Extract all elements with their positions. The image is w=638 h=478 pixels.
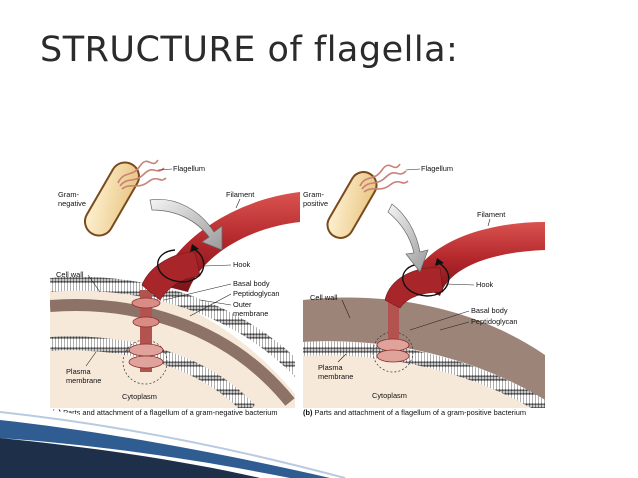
panel-a-zoom-arrow — [149, 198, 223, 251]
panel-b-hook — [384, 267, 444, 309]
panel-b-label-plasma-membrane-2: membrane — [318, 372, 353, 381]
panel-a-label-plasma-membrane-1: Plasma — [66, 367, 92, 376]
panel-b-rotation-arrowhead — [435, 258, 444, 266]
panel-b-label-cell-wall: Cell wall — [310, 293, 338, 302]
panel-a-peptidoglycan-layer — [50, 299, 295, 406]
panel-a-rotation-arrow — [157, 247, 205, 283]
panel-b-caption-letter: (b) — [303, 408, 313, 417]
panel-a-c-ring — [128, 355, 164, 369]
panel-b-label-cytoplasm: Cytoplasm — [372, 391, 407, 400]
panel-b-label-plasma-membrane-1: Plasma — [318, 363, 344, 372]
panel-a-label-peptidoglycan: Peptidoglycan — [233, 289, 279, 298]
panel-b-bacterium — [326, 163, 409, 239]
panel-b-filament — [412, 222, 545, 296]
panel-a-cytoplasm-area — [50, 283, 295, 408]
slide-decoration — [0, 402, 360, 478]
panel-b-peptidoglycan-layer — [303, 297, 545, 400]
panel-a-hook — [141, 251, 201, 301]
panel-a-label-basal-body: Basal body — [233, 279, 270, 288]
panel-b-label-basal-body: Basal body — [471, 306, 508, 315]
panel-b-plasma-membrane — [303, 341, 545, 408]
panel-b-c-ring — [376, 349, 410, 363]
panel-a-label-outer-membrane-1: Outer — [233, 300, 252, 309]
panel-a-label-plasma-membrane-2: membrane — [66, 376, 101, 385]
panel-b-basal-rod — [388, 300, 399, 360]
panel-a-l-ring — [131, 297, 161, 309]
panel-a-label-filament: Filament — [226, 190, 254, 199]
panel-a-plasma-membrane — [50, 336, 256, 408]
panel-b-rotation-arrow — [402, 261, 450, 297]
panel-b-label-peptidoglycan: Peptidoglycan — [471, 317, 517, 326]
panel-a-label-hook: Hook — [233, 260, 251, 269]
panel-b-label-gram-type: positive — [303, 199, 328, 208]
panel-b-label-gram: Gram- — [303, 190, 324, 199]
panel-b-caption-text: Parts and attachment of a flagellum of a… — [315, 408, 527, 417]
panel-b-label-flagellum: Flagellum — [421, 164, 453, 173]
panel-a-label-cell-wall: Cell wall — [56, 270, 84, 279]
slide-title: STRUCTURE of flagella: — [40, 30, 459, 70]
panel-b: Flagellum Gram- positive Filament Hook C… — [303, 160, 545, 417]
panel-b-ms-ring — [376, 338, 410, 352]
panel-a-label-cytoplasm: Cytoplasm — [122, 392, 157, 401]
panel-a-label-flagellum: Flagellum — [173, 164, 205, 173]
panel-a-ms-ring — [128, 343, 164, 357]
panel-b-caption: (b) Parts and attachment of a flagellum … — [303, 408, 526, 417]
swoosh-dark — [0, 438, 260, 478]
panel-a-p-ring — [132, 316, 160, 328]
panel-a-basal-highlight — [122, 339, 168, 385]
panel-a-label-gram-type: negative — [58, 199, 86, 208]
panel-b-label-hook: Hook — [476, 280, 494, 289]
panel-a-bacterium — [84, 159, 167, 237]
panel-a-label-outer-membrane-2: membrane — [233, 309, 268, 318]
panel-b-zoom-arrow — [387, 203, 429, 273]
panel-a-label-gram: Gram- — [58, 190, 79, 199]
swoosh-blue — [0, 420, 330, 478]
panel-a-caption-text: Parts and attachment of a flagellum of a… — [63, 408, 277, 417]
panel-a-caption: (a) Parts and attachment of a flagellum … — [52, 408, 278, 417]
panel-b-label-filament: Filament — [477, 210, 505, 219]
panel-a-rotation-arrowhead — [190, 244, 199, 252]
panel-a-outer-membrane — [50, 276, 295, 377]
swoosh-highlight — [0, 411, 346, 478]
panel-a: Flagellum Gram- negative Filament Hook B… — [50, 159, 300, 417]
